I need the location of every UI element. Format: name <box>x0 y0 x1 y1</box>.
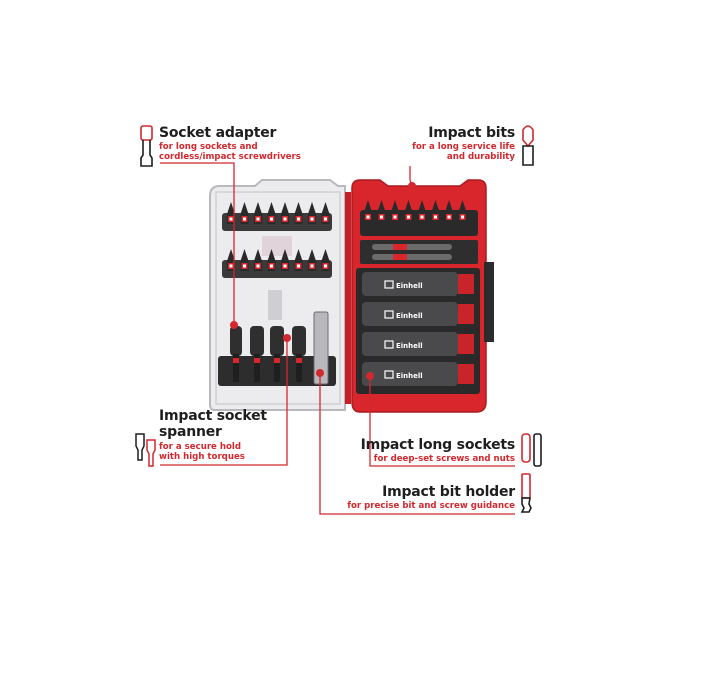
bit-holder-desc: for precise bit and screw guidance <box>347 501 515 511</box>
long-sockets-title: Impact long sockets <box>360 437 516 453</box>
brand-label: Einhell <box>396 312 423 320</box>
impact-long-socket: Einhell <box>362 272 474 296</box>
leader-lines <box>160 162 515 515</box>
impact-long-socket: Einhell <box>362 362 474 386</box>
impact-bit <box>308 249 316 271</box>
impact-bits-desc-2: and durability <box>446 152 515 162</box>
impact-bit <box>404 200 413 222</box>
impact-socket-spanner <box>250 326 264 382</box>
impact-socket-spanner <box>270 326 284 382</box>
impact-bit <box>321 202 330 224</box>
impact-bit <box>391 200 399 222</box>
brand-label: Einhell <box>396 372 423 380</box>
socket-spanner-icon <box>135 433 156 467</box>
socket-spanner-title-2: spanner <box>159 424 222 440</box>
socket-adapter-desc-2: cordless/impact screwdrivers <box>159 152 301 162</box>
leader-dots <box>230 182 416 380</box>
socket-adapter-icon <box>140 125 153 167</box>
socket-spanner-title-1: Impact socket <box>159 408 267 424</box>
brand-label: Einhell <box>396 282 423 290</box>
bit-holder-tool <box>313 311 329 385</box>
bit-holder-icon <box>520 473 532 513</box>
impact-bits-desc-1: for a long service life <box>412 142 515 152</box>
impact-bit <box>308 202 316 224</box>
long-socket-icon <box>521 433 542 467</box>
impact-bit <box>254 249 262 271</box>
impact-bit <box>267 202 276 224</box>
impact-socket-spanner <box>230 326 242 382</box>
impact-bit <box>281 249 289 271</box>
impact-bit <box>240 202 249 224</box>
impact-bit <box>294 202 303 224</box>
impact-bit <box>458 200 467 222</box>
impact-bit <box>377 200 386 222</box>
impact-socket-spanner <box>292 326 306 382</box>
impact-bit <box>294 249 303 271</box>
bit-tray-row-2 <box>222 260 332 278</box>
impact-bit <box>281 202 289 224</box>
impact-bit <box>227 249 235 271</box>
socket-adapter-desc-1: for long sockets and <box>159 142 258 152</box>
impact-long-socket: Einhell <box>362 302 474 326</box>
impact-bit <box>240 249 249 271</box>
socket-adapter-title: Socket adapter <box>159 125 277 141</box>
impact-bit <box>431 200 440 222</box>
impact-bit <box>321 249 330 271</box>
impact-bit-icon <box>522 125 534 166</box>
impact-bit <box>418 200 426 222</box>
long-sockets-desc: for deep-set screws and nuts <box>373 454 515 464</box>
brand-label: Einhell <box>396 342 423 350</box>
impact-bits-title: Impact bits <box>428 125 515 141</box>
impact-bit <box>227 202 235 224</box>
bit-holder-title: Impact bit holder <box>382 484 515 500</box>
bit-tray-row-1 <box>222 213 332 231</box>
impact-bit <box>254 202 262 224</box>
impact-bit <box>364 200 372 222</box>
impact-bit <box>267 249 276 271</box>
impact-bit <box>445 200 453 222</box>
impact-long-socket: Einhell <box>362 332 474 356</box>
socket-spanner-desc-1: for a secure hold <box>159 442 241 452</box>
clear-case <box>209 179 346 411</box>
socket-spanner-desc-2: with high torques <box>159 452 245 462</box>
